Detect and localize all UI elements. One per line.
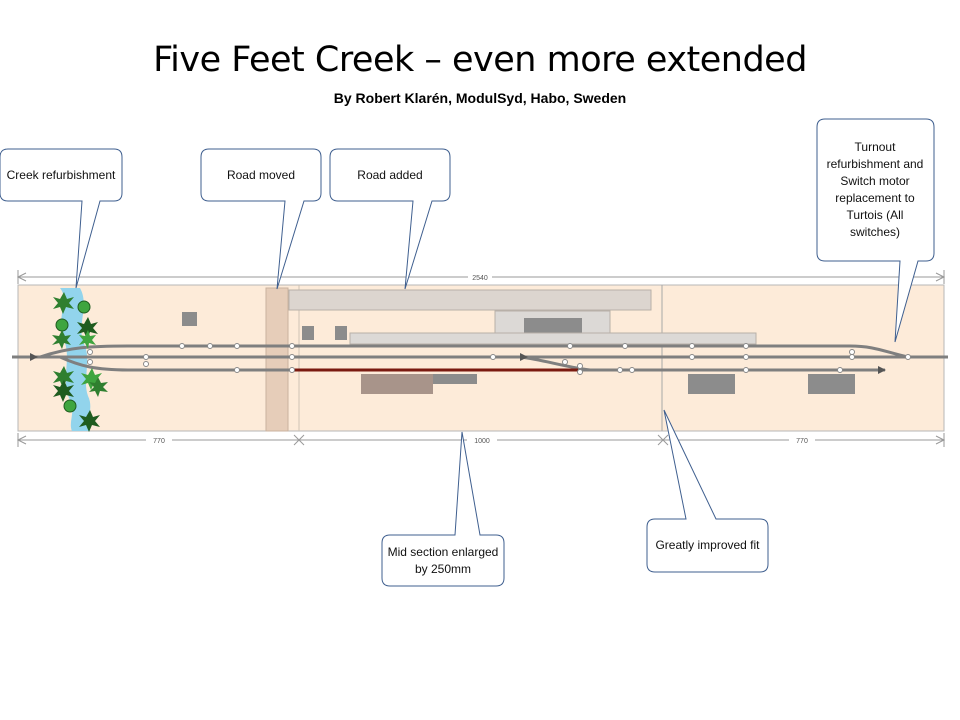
building-long <box>288 289 652 311</box>
callout-fit <box>646 409 769 573</box>
building-small-2 <box>302 326 314 340</box>
callout-turnout <box>816 118 935 343</box>
callout-turnout-text: Turnout refurbishment and Switch motor r… <box>826 140 924 239</box>
platform <box>349 332 757 345</box>
dimension-total-label: 2540 <box>472 275 488 282</box>
station-roof <box>524 318 582 336</box>
goods-ramp <box>433 374 477 384</box>
callout-creek <box>0 148 123 289</box>
lower-siding <box>59 355 885 372</box>
building-small-1 <box>182 312 197 326</box>
dimension-mid-label: 1000 <box>474 438 490 445</box>
track-joints <box>87 343 911 375</box>
building-small-3 <box>335 326 347 340</box>
building-right-2 <box>808 374 855 394</box>
track-end-right <box>878 366 886 374</box>
callout-fit-text: Greatly improved fit <box>655 538 760 552</box>
callout-road-moved <box>200 148 322 290</box>
callouts <box>0 118 935 587</box>
tracks <box>12 344 948 372</box>
callout-road-added <box>329 148 451 290</box>
upper-siding <box>39 344 909 359</box>
crossover <box>519 355 591 372</box>
callout-mid-section <box>381 431 505 587</box>
goods-shed <box>361 374 433 394</box>
dimension-left-label: 770 <box>153 438 165 445</box>
road <box>265 287 289 432</box>
page-subtitle: By Robert Klarén, ModulSyd, Habo, Sweden <box>333 90 627 106</box>
dimension-right-label: 770 <box>796 438 808 445</box>
building-right-1 <box>688 374 735 394</box>
callout-road-added-text: Road added <box>357 167 423 182</box>
dimension-total: 2540 <box>16 270 946 284</box>
callout-mid-section-text: Mid section enlarged by 250mm <box>387 544 499 576</box>
track-buffer-mid <box>520 353 528 361</box>
callout-creek-text: Creek refurbishment <box>6 167 116 182</box>
trees <box>52 292 108 432</box>
track-end-left <box>30 353 38 361</box>
page-title: Five Feet Creek – even more extended <box>153 40 807 80</box>
callout-road-moved-text: Road moved <box>226 167 296 182</box>
